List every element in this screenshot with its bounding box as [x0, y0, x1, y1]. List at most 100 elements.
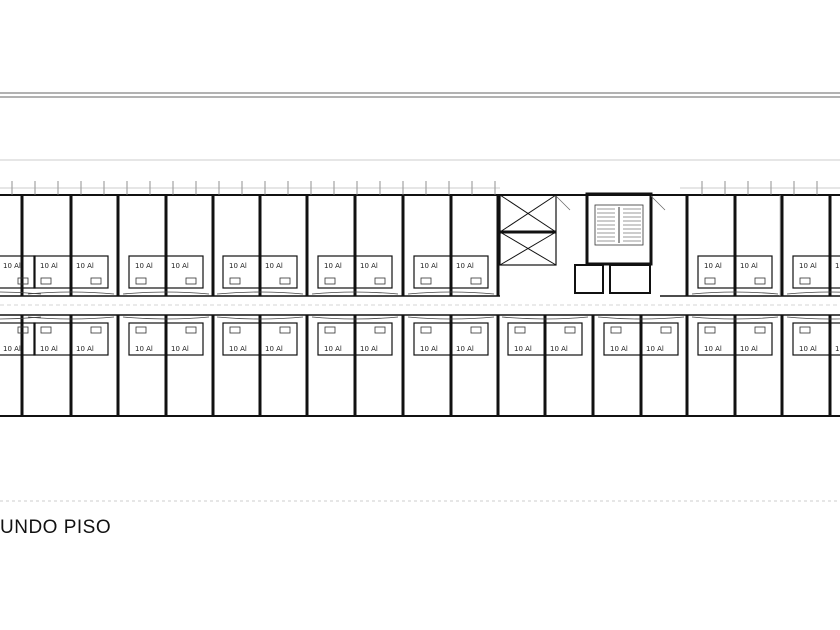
bathroom-outline — [501, 316, 589, 320]
toilet-fixture — [17, 326, 29, 334]
fixture-label: 10 Al — [799, 262, 817, 270]
toilet-fixture — [229, 277, 241, 285]
toilet-fixture — [470, 277, 482, 285]
fixture-label: 10 Al — [514, 345, 532, 353]
bathroom-outline — [27, 316, 115, 320]
bathroom-module — [0, 255, 36, 289]
fixture-label: 10 Al — [799, 345, 817, 353]
toilet-fixture — [324, 277, 336, 285]
bathroom-outline — [597, 316, 685, 320]
fixture-label: 10 Al — [265, 262, 283, 270]
toilet-fixture — [374, 326, 386, 334]
toilet-fixture — [704, 277, 716, 285]
fixture-label: 10 Al — [324, 345, 342, 353]
core-room-east — [609, 264, 651, 294]
toilet-fixture — [279, 326, 291, 334]
toilet-fixture — [90, 277, 102, 285]
fixture-label: 10 Al — [265, 345, 283, 353]
room-partitions — [20, 195, 832, 416]
fixture-label: 10 Al — [3, 262, 21, 270]
toilet-fixture — [185, 326, 197, 334]
building: 10 Al 10 Al 10 Al 10 Al 10 Al 10 Al 10 Al 10 Al… — [0, 181, 840, 417]
stair-treads — [597, 207, 641, 243]
bathroom-module — [0, 322, 36, 356]
toilet-fixture — [470, 326, 482, 334]
toilet-fixture — [17, 277, 29, 285]
fixture-label: 10 Al — [704, 262, 722, 270]
toilet-fixture — [754, 326, 766, 334]
fixture-label: 10 Al — [835, 345, 840, 353]
bathroom-outline — [311, 291, 399, 295]
fixture-label: 10 Al — [40, 262, 58, 270]
fixture-label: 10 Al — [171, 345, 189, 353]
fixture-label: 10 Al — [135, 345, 153, 353]
bathroom-outline — [27, 291, 115, 295]
toilet-fixture — [799, 277, 811, 285]
toilet-fixture — [185, 277, 197, 285]
bathroom-outline — [122, 316, 210, 320]
bathroom-outline — [311, 316, 399, 320]
bathroom-outline — [216, 291, 304, 295]
toilet-fixture — [324, 326, 336, 334]
fixture-label: 10 Al — [76, 345, 94, 353]
fixture-label: 10 Al — [229, 345, 247, 353]
fixture-label: 10 Al — [135, 262, 153, 270]
fixture-label: 10 Al — [835, 262, 840, 270]
floor-caption: UNDO PISO — [0, 517, 112, 538]
toilet-fixture — [279, 277, 291, 285]
bathroom-outline — [691, 316, 779, 320]
fixture-label: 10 Al — [76, 262, 94, 270]
toilet-fixture — [229, 326, 241, 334]
toilet-fixture — [704, 326, 716, 334]
bathroom-outline — [122, 291, 210, 295]
stair-well — [594, 204, 644, 246]
fixture-label: 10 Al — [40, 345, 58, 353]
fixture-label: 10 Al — [740, 345, 758, 353]
bathroom-outline — [216, 316, 304, 320]
fixture-label: 10 Al — [456, 345, 474, 353]
toilet-fixture — [420, 326, 432, 334]
fixture-label: 10 Al — [610, 345, 628, 353]
fixture-label: 10 Al — [3, 345, 21, 353]
toilet-fixture — [90, 326, 102, 334]
toilet-fixture — [660, 326, 672, 334]
toilet-fixture — [135, 277, 147, 285]
fixture-label: 10 Al — [704, 345, 722, 353]
fixture-label: 10 Al — [420, 345, 438, 353]
fixture-label: 10 Al — [456, 262, 474, 270]
bathroom-modules: 10 Al 10 Al 10 Al 10 Al 10 Al 10 Al 10 Al 10 Al… — [0, 255, 840, 356]
bathroom-outline — [786, 291, 840, 295]
core-door-swing — [555, 195, 571, 211]
toilet-fixture — [40, 326, 52, 334]
fixture-label: 10 Al — [324, 262, 342, 270]
fixture-label: 10 Al — [229, 262, 247, 270]
toilet-fixture — [564, 326, 576, 334]
bathroom-outline — [691, 291, 779, 295]
toilet-fixture — [40, 277, 52, 285]
fixture-label: 10 Al — [550, 345, 568, 353]
core-door-swing-east — [650, 195, 666, 211]
fixture-label: 10 Al — [420, 262, 438, 270]
bathroom-outline — [407, 291, 495, 295]
fixture-label: 10 Al — [360, 262, 378, 270]
core-room-west — [574, 264, 604, 294]
fixture-label: 10 Al — [171, 262, 189, 270]
toilet-fixture — [799, 326, 811, 334]
shaft-room — [499, 194, 557, 266]
window-ticks — [0, 181, 840, 195]
bathroom-outline — [786, 316, 840, 320]
shaft-diagonal-d — [499, 231, 557, 266]
service-core — [499, 192, 781, 296]
toilet-fixture — [754, 277, 766, 285]
bathroom-outline — [407, 316, 495, 320]
fixture-label: 10 Al — [646, 345, 664, 353]
fixture-label: 10 Al — [360, 345, 378, 353]
toilet-fixture — [514, 326, 526, 334]
fixture-label: 10 Al — [740, 262, 758, 270]
toilet-fixture — [135, 326, 147, 334]
toilet-fixture — [374, 277, 386, 285]
toilet-fixture — [420, 277, 432, 285]
shaft-diagonal-b — [499, 194, 557, 233]
toilet-fixture — [610, 326, 622, 334]
